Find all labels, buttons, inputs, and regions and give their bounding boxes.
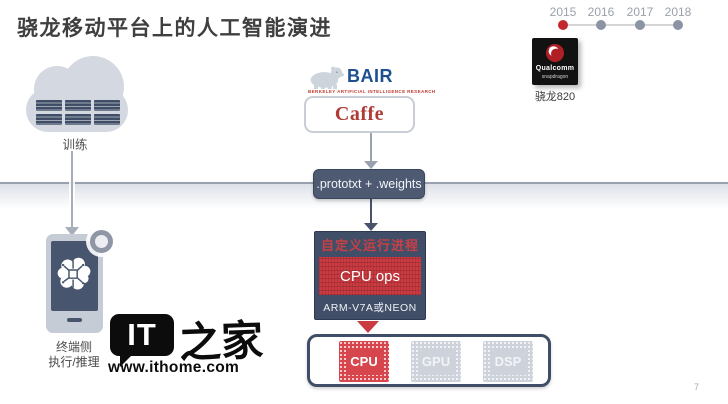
page-number: 7 <box>694 382 700 392</box>
ai-brain-icon <box>57 257 91 290</box>
server-icon <box>36 100 62 111</box>
dsp-chip-label: DSP <box>490 348 526 375</box>
timeline-year-2017: 2017 <box>626 5 654 19</box>
arrowhead-training-to-device <box>65 227 79 236</box>
snapdragon-caption: 骁龙820 <box>534 91 576 103</box>
timeline-dot-2017 <box>635 20 645 30</box>
cpu-chip: CPU <box>339 341 389 382</box>
timeline-dot-2018 <box>673 20 683 30</box>
timeline-line <box>563 24 678 26</box>
ithome-logo-text: IT <box>127 317 157 352</box>
training-label: 训练 <box>62 138 88 152</box>
runtime-cpu-ops: CPU ops <box>319 257 421 295</box>
device-label-line1: 终端侧 <box>55 340 92 354</box>
timeline-year-2016: 2016 <box>587 5 615 19</box>
server-icon <box>65 100 91 111</box>
arrow-model-to-runtime <box>370 198 372 224</box>
caffe-label: Caffe <box>334 103 385 125</box>
processors-container: CPU GPU DSP <box>307 334 551 387</box>
server-icon <box>94 114 120 125</box>
model-files-label: .prototxt + .weights <box>316 177 422 191</box>
model-files-node: .prototxt + .weights <box>313 169 425 199</box>
dsp-chip: DSP <box>483 341 533 382</box>
timeline-year-2015: 2015 <box>549 5 577 19</box>
phone-screen <box>51 241 98 311</box>
caffe-node: Caffe <box>304 96 415 133</box>
timeline-dot-2016 <box>596 20 606 30</box>
runtime-node: 自定义运行进程 CPU ops ARM-V7A或NEON <box>314 231 426 320</box>
bair-subtitle: BERKELEY ARTIFICIAL INTELLIGENCE RESEARC… <box>308 89 436 94</box>
snapdragon-subbrand-text: snapdragon <box>541 74 569 80</box>
server-icon <box>65 114 91 125</box>
server-rack-icons <box>36 100 120 125</box>
phone-badge-icon <box>90 230 113 253</box>
runtime-header: 自定义运行进程 <box>320 238 419 253</box>
arrowhead-model-to-runtime <box>364 223 378 231</box>
runtime-footer: ARM-V7A或NEON <box>323 301 417 314</box>
timeline-year-2018: 2018 <box>664 5 692 19</box>
arrow-runtime-to-processors <box>357 321 379 333</box>
device-label: 终端侧 执行/推理 <box>33 340 115 370</box>
ithome-logo-tail <box>120 354 133 367</box>
cpu-chip-label: CPU <box>346 348 382 375</box>
server-icon <box>94 100 120 111</box>
server-icon <box>36 114 62 125</box>
bair-bear-icon <box>310 66 345 90</box>
gpu-chip: GPU <box>411 341 461 382</box>
ithome-logo: IT <box>110 314 174 356</box>
arrow-caffe-to-model <box>370 130 372 162</box>
snapdragon-chip-logo: Qualcomm snapdragon <box>532 38 578 85</box>
page-title: 骁龙移动平台上的人工智能演进 <box>17 17 332 40</box>
snapdragon-swirl-icon <box>546 44 564 62</box>
timeline-dot-2015-active <box>558 20 568 30</box>
phone-home-button <box>67 318 82 322</box>
ithome-url: www.ithome.com <box>108 359 240 376</box>
bair-logo-text: BAIR <box>347 66 393 86</box>
arrow-training-to-device <box>71 151 73 228</box>
arrowhead-caffe-to-model <box>364 161 378 169</box>
snapdragon-brand-text: Qualcomm <box>535 65 575 72</box>
gpu-chip-label: GPU <box>418 348 454 375</box>
device-label-line2: 执行/推理 <box>48 355 100 369</box>
